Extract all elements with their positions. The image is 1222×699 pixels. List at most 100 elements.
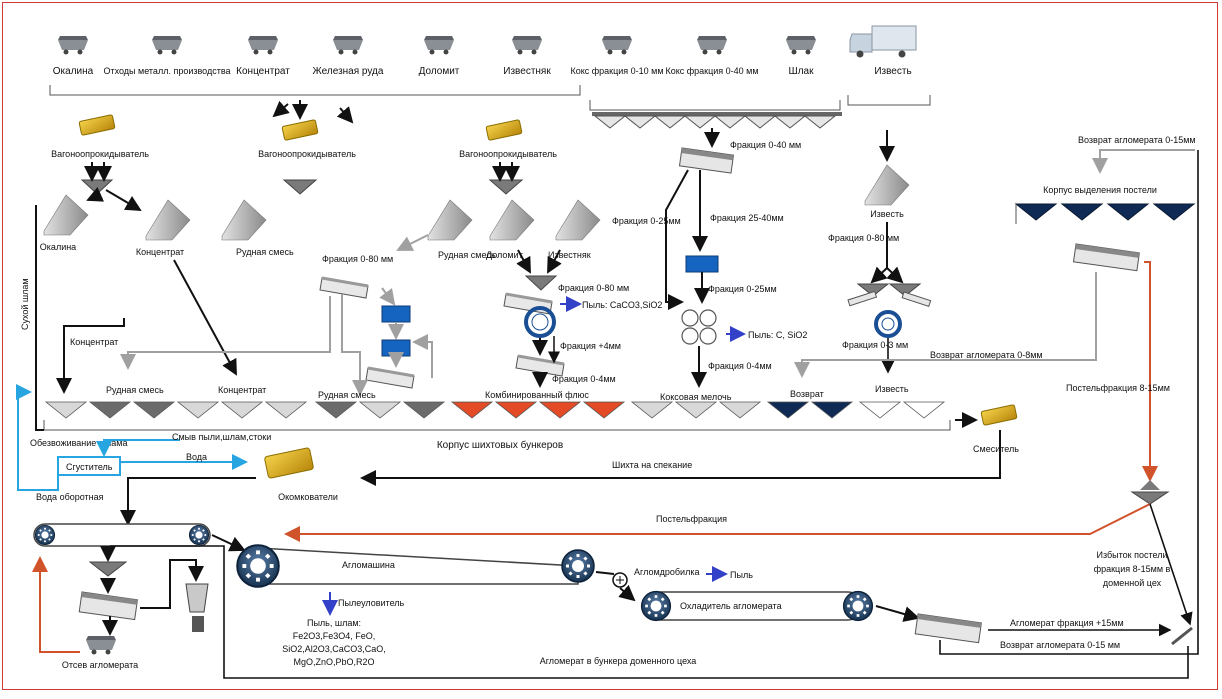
return-mid-label: Возврат агломерата 0-8мм: [930, 350, 1043, 360]
dust-line: SiO2,Al2O3,CaCO3,CaO,: [282, 644, 386, 654]
tippler-icon: [281, 119, 319, 141]
tippler-icon: [485, 119, 523, 141]
source-row: Окалина Отходы металл. производства Конц…: [53, 25, 917, 77]
stockpile-label: Известняк: [548, 250, 591, 260]
bunker-bracket: [43, 420, 951, 431]
sinter-crusher-node: [595, 571, 636, 602]
return-sinter-branch: Возврат агломерата 0-15мм Корпус выделен…: [794, 135, 1196, 505]
truck-icon: [849, 25, 917, 58]
bin-label: Рудная смесь: [318, 390, 376, 400]
sinter-plus15-label: Агломерат фракция +15мм: [1010, 618, 1124, 628]
source-label: Железная руда: [313, 66, 384, 77]
excess-bedding-line: доменной цех: [1103, 578, 1162, 588]
return-top-label: Возврат агломерата 0-15мм: [1078, 135, 1196, 145]
bunker-building-label: Корпус шихтовых бункеров: [437, 439, 563, 451]
stockpile-label: Известь: [870, 209, 904, 219]
sinter-crusher-label: Агломдробилка: [634, 567, 699, 577]
charge-flow: [360, 430, 1001, 486]
bedding-flow: [284, 503, 1151, 542]
tippler-label: Вагоноопрокидыватель: [258, 149, 356, 159]
excess-bedding-labels: Избыток постели фракция 8-15мм в доменно…: [1094, 550, 1171, 588]
dewatering-label: Обезвоживание шлама: [30, 438, 127, 448]
concentrate-left-label: Концентрат: [70, 337, 118, 347]
mixer-icon: [980, 404, 1018, 426]
source-label: Окалина: [53, 66, 94, 77]
stockpile-label: Доломит: [486, 250, 523, 260]
excess-bedding-line: Избыток постели: [1097, 550, 1168, 560]
dust-line: Пыль, шлам:: [307, 618, 361, 628]
pelletizer-icon: [264, 447, 314, 479]
coke-branch: Фракция 0-40 мм Фракция 25-40мм Фракция …: [612, 128, 807, 388]
dust-line: Fe2O3,Fe3O4, FeO,: [293, 631, 376, 641]
bin-label: Рудная смесь: [106, 385, 164, 395]
stockpile-arrows: [173, 130, 904, 376]
bunker-row: [44, 401, 946, 419]
tippler-label: Вагоноопрокидыватель: [51, 149, 149, 159]
crusher-dust-label: Пыль: [730, 570, 753, 580]
thickener-box: [57, 456, 121, 476]
stockpile-label: Окалина: [40, 242, 76, 252]
stockpile-label: Рудная смесь: [236, 247, 294, 257]
ore-fraction-label: Фракция 0-80 мм: [322, 254, 393, 264]
ore-branch: Фракция 0-80 мм: [120, 234, 433, 396]
sinter-machine-label: Агломашина: [342, 560, 395, 570]
bin-label: Комбинированный флюс: [485, 390, 589, 400]
source-label: Известь: [874, 66, 911, 77]
recycled-water-label: Вода оборотная: [36, 492, 104, 502]
excess-bedding-line: фракция 8-15мм в: [1094, 564, 1171, 574]
thickener-label: Сгуститель: [66, 462, 113, 472]
stockpile-label: Концентрат: [136, 247, 184, 257]
source-brackets: [49, 85, 931, 111]
lime-in-label: Фракция 0-80 мм: [828, 233, 899, 243]
pelletizer-label: Окомкователи: [278, 492, 338, 502]
source-label: Кокс фракция 0-40 мм: [665, 66, 758, 76]
coke-fine-label: Фракция 0-4мм: [708, 361, 772, 371]
bin-label: Известь: [875, 384, 909, 394]
tippler-arrows: [84, 100, 520, 212]
charge-label: Шихта на спекание: [612, 460, 692, 470]
source-label: Отходы металл. производства: [103, 66, 230, 76]
coke-screen-hoppers: [592, 112, 842, 129]
bedding-fraction-label: Постельфракция 8-15мм: [1066, 383, 1170, 393]
bin-label: Возврат: [790, 389, 824, 399]
wash-label: Смыв пыли,шлам,стоки: [172, 432, 271, 442]
flux-in-label: Фракция 0-80 мм: [558, 283, 629, 293]
bedding-label: Постельфракция: [656, 514, 727, 524]
source-label: Известняк: [503, 66, 551, 77]
bedding-hall-label: Корпус выделения постели: [1043, 185, 1157, 195]
roll-crusher-icon: [681, 309, 717, 345]
bin-label: Коксовая мелочь: [660, 392, 732, 402]
tippler-label: Вагоноопрокидыватель: [459, 149, 557, 159]
flux-plus4-label: Фракция +4мм: [560, 341, 621, 351]
source-label: Шлак: [789, 66, 815, 77]
image-border: [2, 2, 1218, 690]
lime-out-label: Фракция 0-3 мм: [842, 340, 908, 350]
dust-line: MgO,ZnO,PbO,R2O: [293, 657, 374, 667]
source-label: Доломит: [419, 66, 460, 77]
tippler-icon: [78, 114, 116, 136]
final-screen: [914, 613, 982, 644]
mixer-label: Смеситель: [973, 444, 1019, 454]
screening-unit: [32, 546, 209, 655]
coke-0-25-label: Фракция 0-25мм: [612, 216, 681, 226]
water-circuit: Обезвоживание шлама Сгуститель Смыв пыли…: [16, 384, 271, 502]
coke-crusher-label: Фракция 0-25мм: [708, 284, 777, 294]
bin-label: Концентрат: [218, 385, 266, 395]
dry-sludge-label: Сухой шлам: [20, 278, 30, 330]
left-flows: Сухой шлам Концентрат: [20, 205, 125, 394]
sinter-machine-belt: [235, 543, 596, 589]
water-label: Вода: [186, 452, 207, 462]
splitter: [1171, 626, 1193, 646]
dust-collector-label: Пылеуловитель: [338, 598, 405, 608]
dust-composition: Пыль, шлам: Fe2O3,Fe3O4, FeO, SiO2,Al2O3…: [282, 618, 386, 667]
return-0-15-label: Возврат агломерата 0-15 мм: [1000, 640, 1120, 650]
coke-dust-label: Пыль: C, SiO2: [748, 330, 807, 340]
mill-ring: [524, 306, 556, 338]
flux-out-label: Фракция 0-4мм: [552, 374, 616, 384]
lime-branch: Фракция 0-80 мм Фракция 0-3 мм: [828, 233, 932, 374]
coke-screen-label: Фракция 0-40 мм: [730, 140, 801, 150]
stockpile-label: Рудная смесь: [438, 250, 496, 260]
cooler-belt: [640, 590, 874, 622]
